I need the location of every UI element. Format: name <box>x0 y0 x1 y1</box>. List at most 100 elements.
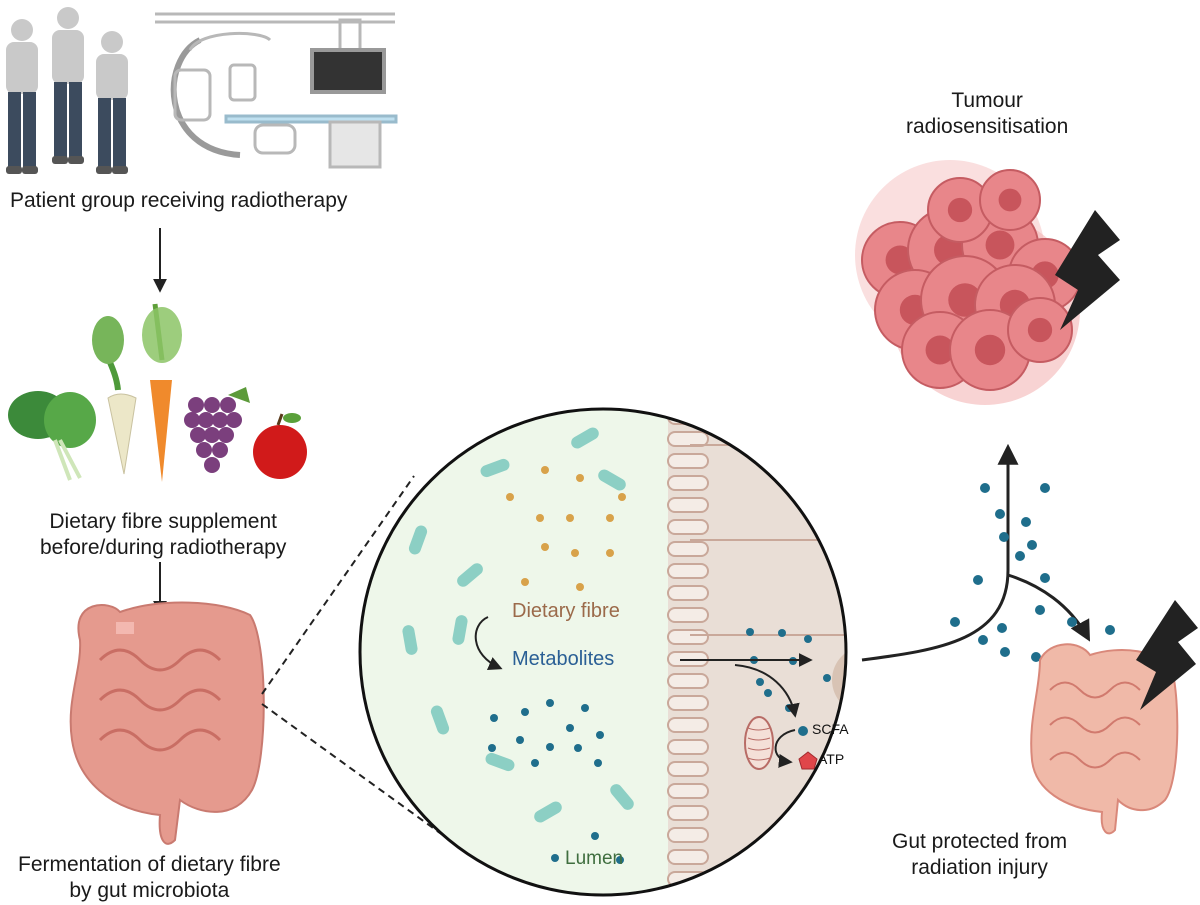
protected-line-2: radiation injury <box>911 856 1048 879</box>
fibre-line-1: Dietary fibre supplement <box>49 510 277 533</box>
cell-nucleus <box>998 188 1022 212</box>
zoom-circle <box>360 409 855 895</box>
villi <box>667 409 709 895</box>
villus <box>667 673 709 689</box>
bacterium-icon <box>430 705 450 735</box>
metabolite-dot <box>546 699 554 707</box>
bacterium-icon <box>452 615 468 645</box>
tumour-icon <box>855 160 1082 405</box>
fibre-dot <box>541 466 549 474</box>
fibre-dot <box>606 514 614 522</box>
villus <box>667 805 709 821</box>
metabolite-dot <box>804 635 812 643</box>
tumour-line-2: radiosensitisation <box>906 115 1069 138</box>
patients-text: Patient group receiving radiotherapy <box>10 189 348 212</box>
villus <box>667 827 709 843</box>
metabolite-dot <box>551 854 559 862</box>
tumour-line-1: Tumour <box>951 89 1023 112</box>
fermentation-label: Fermentation of dietary fibre by gut mic… <box>18 852 281 904</box>
bacterium-icon <box>485 752 515 772</box>
fermentation-line-2: by gut microbiota <box>69 879 230 902</box>
zoom-line-top <box>261 475 415 695</box>
metabolite-dot <box>980 483 990 493</box>
villus <box>667 761 709 777</box>
bacterium-icon <box>402 625 418 655</box>
villus <box>667 629 709 645</box>
fibre-dot <box>576 474 584 482</box>
metabolite-dot <box>1067 617 1077 627</box>
cell-nucleus <box>925 335 955 365</box>
spinach-icon <box>8 391 96 481</box>
lumen-label: Lumen <box>565 848 624 869</box>
metabolite-dot <box>591 832 599 840</box>
atp-pentagon-icon <box>798 751 818 770</box>
epithelial-nucleus <box>826 486 846 550</box>
villus <box>667 431 709 447</box>
metabolite-dot <box>616 856 624 864</box>
fibre-dot <box>566 514 574 522</box>
bacterium-icon <box>610 784 634 810</box>
metabolite-dot <box>823 674 831 682</box>
gut-small-icon <box>1030 643 1179 835</box>
metabolite-dot <box>995 509 1005 519</box>
fibre-label: Dietary fibre supplement before/during r… <box>40 509 286 561</box>
bacterium-icon <box>598 469 626 491</box>
metabolite-dot <box>490 714 498 722</box>
cell-nucleus <box>974 334 1006 366</box>
fibre-line-2: before/during radiotherapy <box>40 536 287 559</box>
metabolite-dot <box>1015 551 1025 561</box>
apple-icon <box>253 413 307 479</box>
metabolite-dot <box>594 759 602 767</box>
scfa-dot <box>798 726 808 736</box>
metabolite-dot <box>756 678 764 686</box>
protected-label: Gut protected from radiation injury <box>892 829 1067 881</box>
tumour-label: Tumour radiosensitisation <box>906 88 1068 140</box>
atp-label: ATP <box>818 751 845 767</box>
metabolite-dot <box>1031 652 1041 662</box>
metabolite-dot <box>746 628 754 636</box>
gut-large-icon <box>69 601 265 845</box>
metabolite-dot <box>1035 605 1045 615</box>
fermentation-line-1: Fermentation of dietary fibre <box>18 853 281 876</box>
metabolite-dot <box>847 634 855 642</box>
protected-line-1: Gut protected from <box>892 830 1068 853</box>
fibre-dot <box>571 549 579 557</box>
bacterium-icon <box>480 458 510 478</box>
bacterium-icon <box>534 801 562 823</box>
metabolite-dot <box>973 575 983 585</box>
arrow-to-gut <box>1007 573 1091 642</box>
mitochondrion-icon <box>744 716 774 770</box>
lightning-icon <box>1136 600 1198 710</box>
metabolite-dot <box>950 617 960 627</box>
zoom-line-bottom <box>261 703 481 863</box>
villus <box>667 739 709 755</box>
fibre-dot <box>606 549 614 557</box>
metabolite-dot <box>581 704 589 712</box>
lightning-icon <box>1055 210 1120 330</box>
cell-nucleus <box>948 283 982 317</box>
metabolite-dot <box>521 708 529 716</box>
metabolite-dot <box>488 744 496 752</box>
arrow-to-tumour <box>861 443 1019 662</box>
metabolite-dot <box>1040 483 1050 493</box>
cell-nucleus <box>985 230 1015 260</box>
grapes-icon <box>184 387 250 473</box>
metabolite-dot <box>1105 625 1115 635</box>
metabolite-dot <box>546 743 554 751</box>
villus <box>667 519 709 535</box>
metabolite-dot <box>1027 540 1037 550</box>
fibre-dot <box>618 493 626 501</box>
scfa-label: SCFA <box>812 721 849 737</box>
metabolite-dot <box>566 724 574 732</box>
villus <box>667 717 709 733</box>
villus <box>667 893 709 895</box>
metabolite-dot <box>1021 517 1031 527</box>
metabolite-dot <box>764 689 772 697</box>
metabolite-dot <box>516 736 524 744</box>
metabolite-dot <box>778 629 786 637</box>
villus <box>667 453 709 469</box>
metabolite-dot <box>978 635 988 645</box>
parsnip-icon <box>92 316 137 475</box>
metabolite-dot <box>997 623 1007 633</box>
